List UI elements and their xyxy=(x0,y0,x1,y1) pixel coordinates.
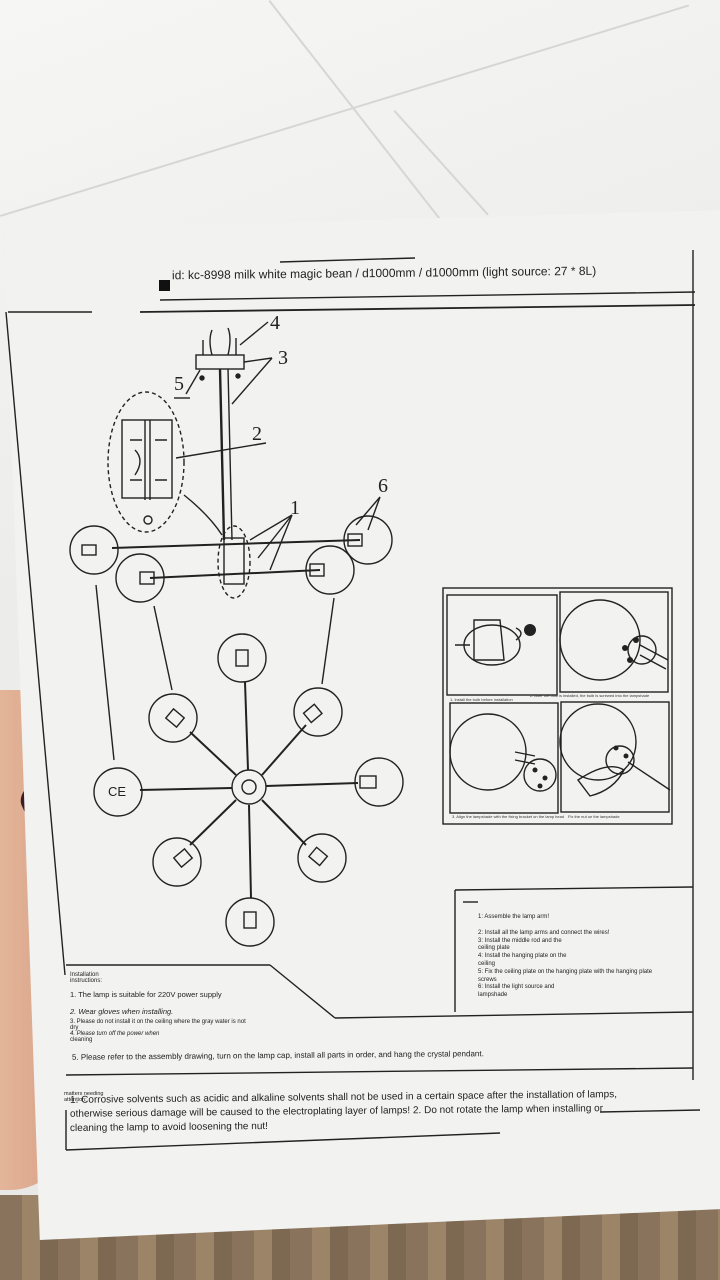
attention-label-2: attention: xyxy=(64,1097,87,1103)
step-5: 5: Fix the ceiling plate on the hanging … xyxy=(478,968,653,975)
callout-4: 4 xyxy=(270,312,280,334)
step-3-cont: ceiling plate xyxy=(478,945,510,952)
step-6: 6: Install the light source and xyxy=(478,984,555,991)
step-3: 3: Install the middle rod and the xyxy=(478,937,562,944)
model-marker xyxy=(159,280,170,291)
instruction-3: 3. Please do not install it on the ceili… xyxy=(70,1019,246,1025)
installation-instructions: Installation instructions: 1. The lamp i… xyxy=(70,972,370,1043)
callout-1: 1 xyxy=(290,497,300,519)
step-4-cont: ceiling xyxy=(478,960,496,967)
installation-label: Installation xyxy=(70,972,99,978)
callout-2: 2 xyxy=(252,423,262,445)
panel-caption-2: 2. After the bulb is installed, the bulb… xyxy=(530,693,650,698)
instruction-2: 2. Wear gloves when installing. xyxy=(70,1007,174,1016)
attention-label: matters needing attention: xyxy=(64,1091,103,1103)
step-2: 2: Install all the lamp arms and connect… xyxy=(478,929,610,936)
panel-caption-4: Fix the nut on the lampshade xyxy=(568,814,620,819)
callout-6: 6 xyxy=(378,475,388,497)
attention-line-3: cleaning the lamp to avoid loosening the… xyxy=(69,1120,268,1135)
instruction-4-cont: cleaning xyxy=(70,1037,93,1043)
instruction-1: 1. The lamp is suitable for 220V power s… xyxy=(70,990,222,999)
installation-label-2: instructions: xyxy=(70,978,103,984)
instruction-4: 4. Please turn off the power when xyxy=(70,1031,160,1037)
panel-caption-1: 1. Install the bulb before installation xyxy=(450,697,513,702)
callout-3: 3 xyxy=(278,347,288,369)
step-5-cont: screws xyxy=(478,976,497,983)
assembly-steps: 1: Assemble the lamp arm! 2: Install all… xyxy=(478,914,688,1000)
instruction-3-cont: dry xyxy=(70,1025,79,1031)
attention-label-1: matters needing xyxy=(64,1091,104,1097)
ce-mark: CE xyxy=(108,784,127,799)
step-1: 1: Assemble the lamp arm! xyxy=(478,914,550,920)
callout-5: 5 xyxy=(174,373,184,395)
step-4: 4: Install the hanging plate on the xyxy=(478,953,567,960)
step-6-cont: lampshade xyxy=(478,992,508,999)
panel-caption-3: 3. Align the lampshade with the fixing b… xyxy=(452,814,565,819)
